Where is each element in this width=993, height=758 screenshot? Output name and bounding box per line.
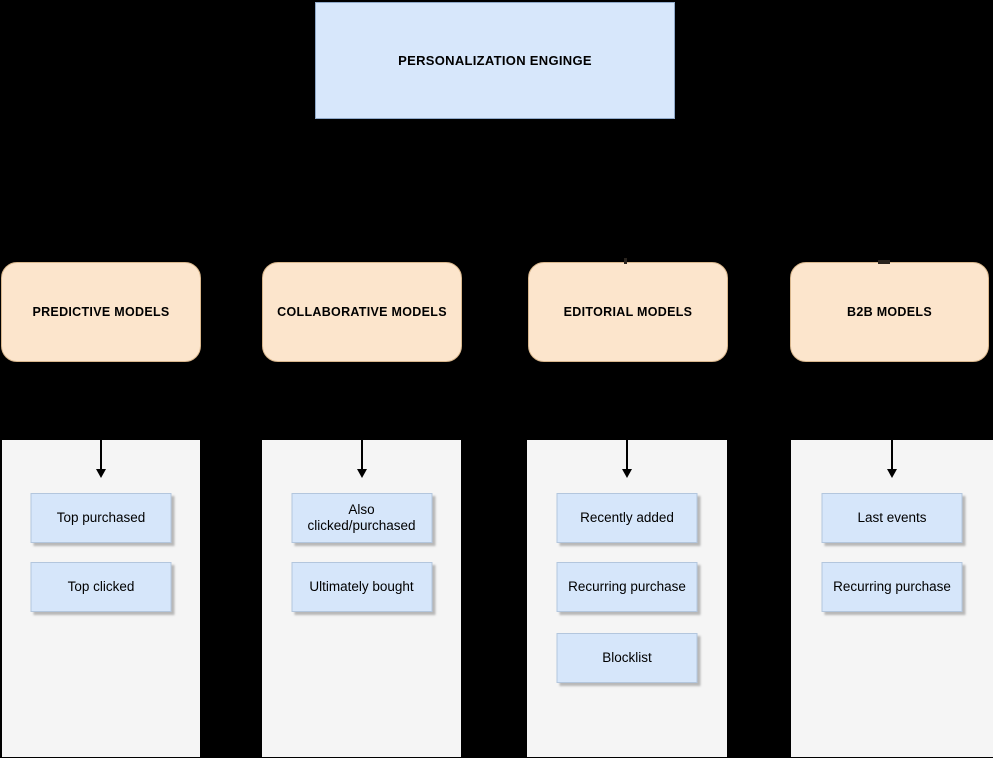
category-label: EDITORIAL MODELS [563, 305, 693, 319]
down-arrow-icon [95, 440, 107, 478]
model-node-recurring-purchase: Recurring purchase [556, 562, 698, 612]
model-node-recurring-purchase: Recurring purchase [821, 562, 963, 612]
model-node-last-events: Last events [821, 493, 963, 543]
model-node-blocklist: Blocklist [556, 633, 698, 683]
arrow-line [891, 440, 893, 470]
arrow-head [96, 469, 106, 478]
arrow-head [887, 469, 897, 478]
arrow-head [356, 469, 367, 478]
category-node-b2b-models: B2B MODELS [790, 262, 989, 362]
model-node-ultimately-bought: Ultimately bought [291, 562, 432, 612]
model-node-top-purchased: Top purchased [30, 493, 172, 543]
model-node-label: Top clicked [67, 578, 135, 594]
category-label: B2B MODELS [847, 305, 932, 319]
model-node-label: Top purchased [56, 509, 146, 525]
panel-collaborative-models: Also clicked/purchased Ultimately bought [262, 440, 461, 757]
model-node-label: Blocklist [602, 649, 652, 665]
down-arrow-icon [356, 440, 368, 478]
down-arrow-icon [886, 440, 898, 478]
arrow-head [622, 469, 632, 478]
category-node-predictive-models: PREDICTIVE MODELS [1, 262, 201, 362]
root-node-personalization-engine: PERSONALIZATION ENGINGE [315, 2, 675, 119]
model-node-also-clicked-purchased: Also clicked/purchased [291, 493, 432, 543]
category-node-collaborative-models: COLLABORATIVE MODELS [262, 262, 462, 362]
panel-b2b-models: Last events Recurring purchase [791, 440, 993, 757]
root-node-label: PERSONALIZATION ENGINGE [398, 53, 592, 68]
model-node-label: Ultimately bought [309, 578, 414, 594]
category-label: COLLABORATIVE MODELS [277, 305, 447, 319]
category-label: PREDICTIVE MODELS [32, 305, 170, 319]
model-node-label: Recently added [580, 509, 674, 525]
model-node-label: Recurring purchase [568, 578, 686, 594]
model-node-recently-added: Recently added [556, 493, 698, 543]
arrow-line [626, 440, 628, 470]
down-arrow-icon [621, 440, 633, 478]
model-node-label: Last events [857, 509, 927, 525]
connector-stub [624, 258, 627, 264]
arrow-line [100, 440, 102, 470]
model-node-top-clicked: Top clicked [30, 562, 172, 612]
category-node-editorial-models: EDITORIAL MODELS [528, 262, 728, 362]
panel-predictive-models: Top purchased Top clicked [2, 440, 200, 757]
panel-editorial-models: Recently added Recurring purchase Blockl… [527, 440, 727, 757]
model-node-label: Also clicked/purchased [307, 501, 416, 533]
arrow-line [360, 440, 363, 470]
connector-stub [878, 260, 890, 264]
model-node-label: Recurring purchase [833, 578, 951, 594]
